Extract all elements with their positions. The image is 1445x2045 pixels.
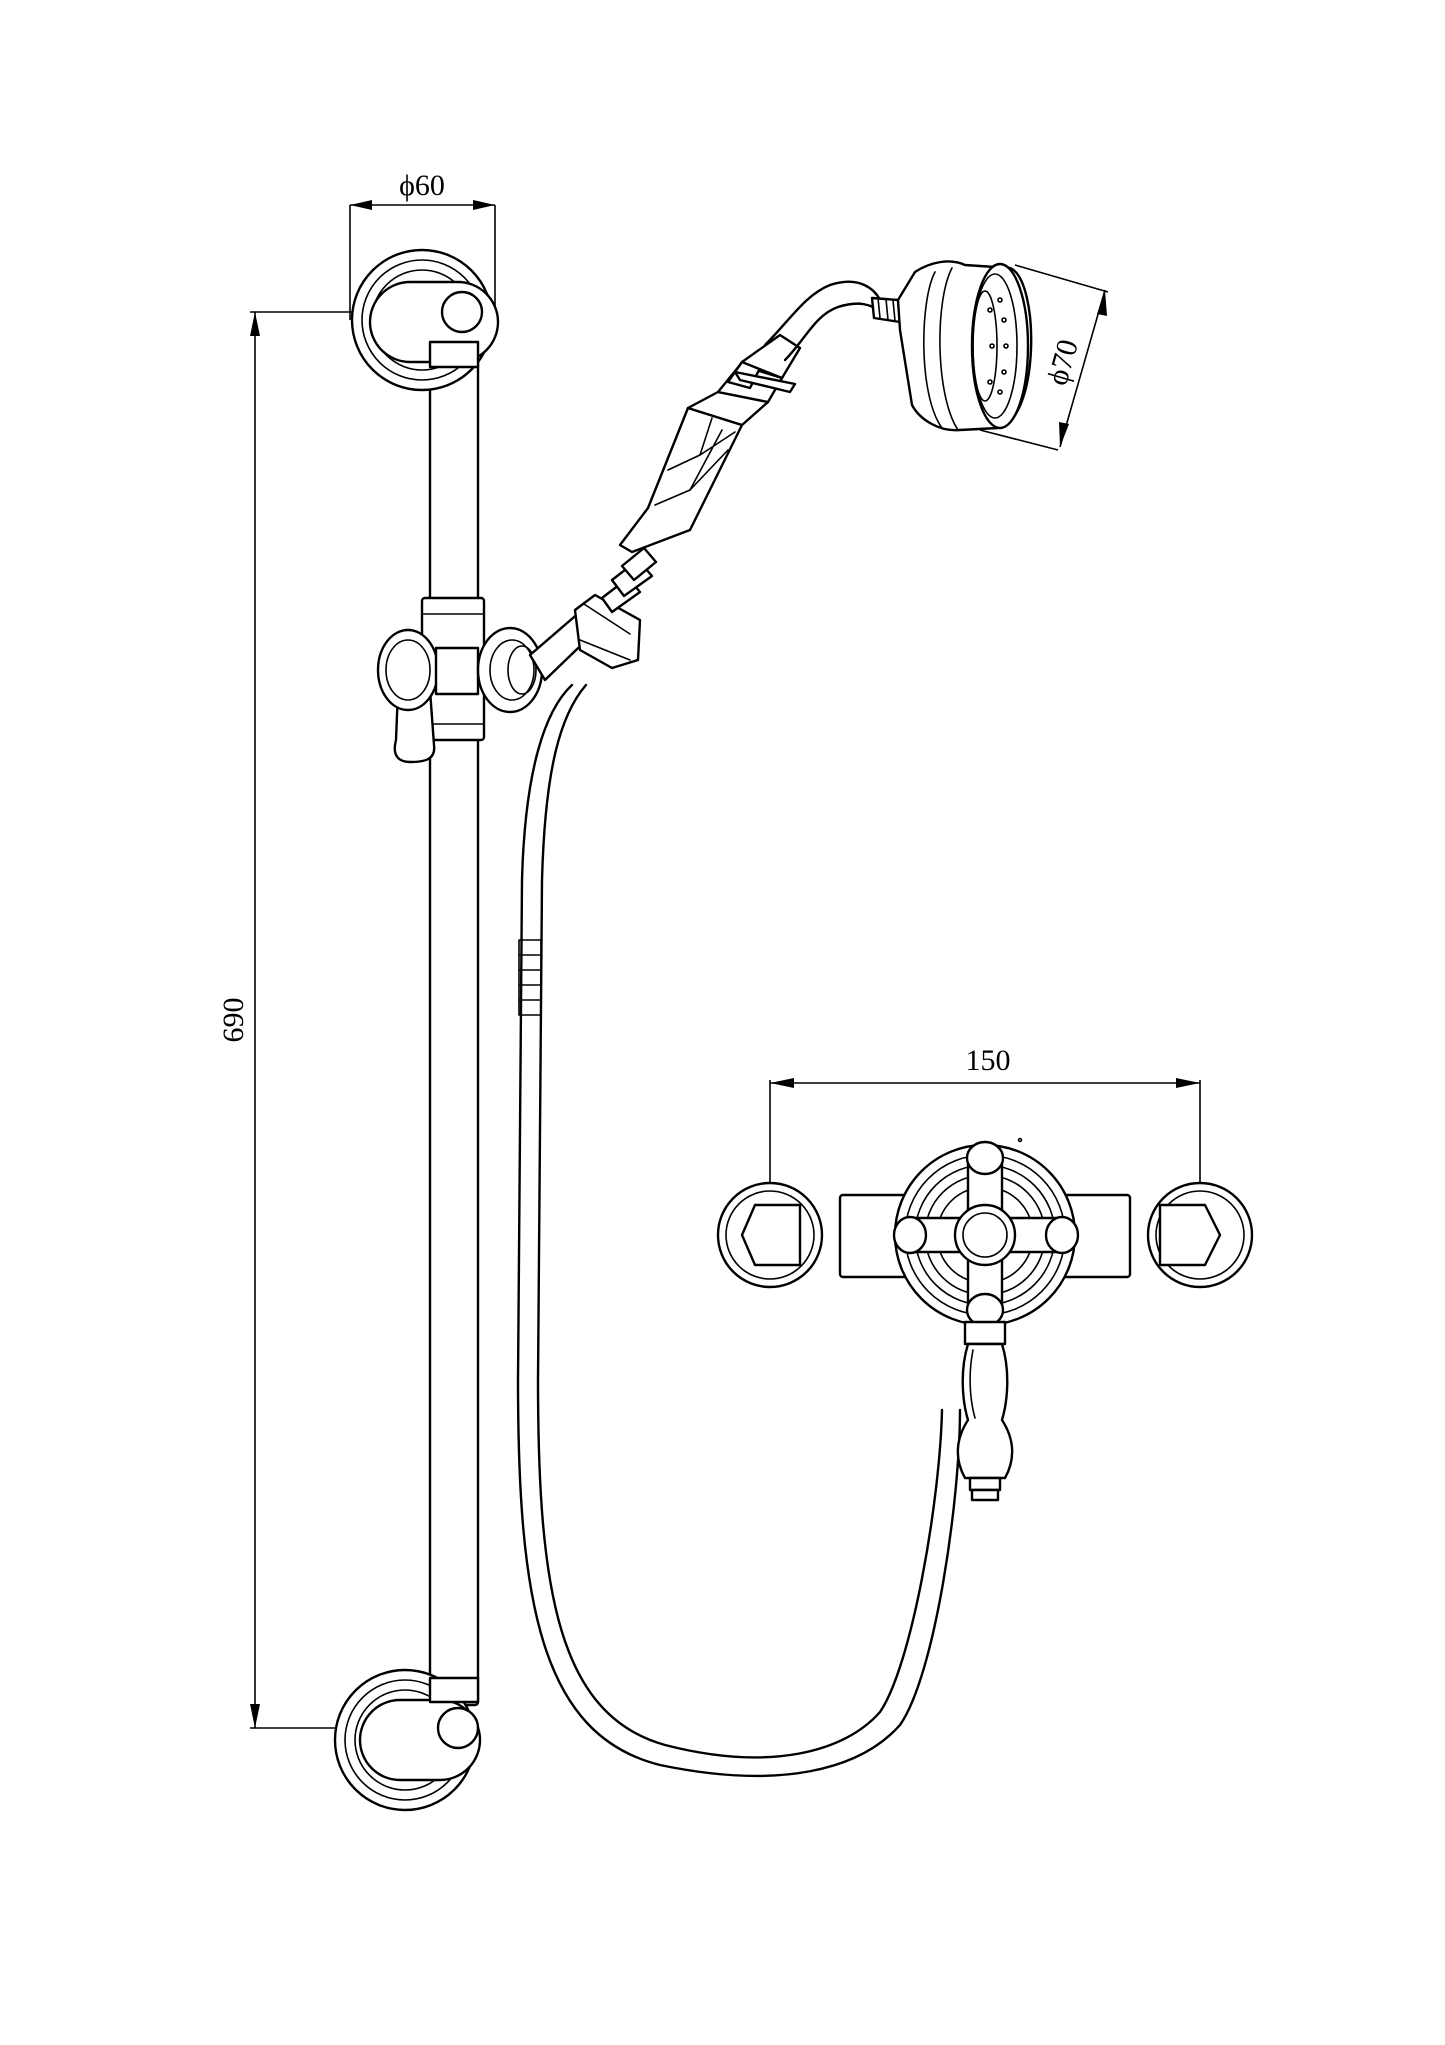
rail-flange-diameter-label: ϕ60 (399, 169, 445, 202)
top-wall-bracket (350, 248, 500, 392)
riser-rail (428, 338, 480, 1707)
rail-height-label: 690 (217, 998, 250, 1043)
dimension-head-diameter: ϕ70 (979, 264, 1109, 451)
bottom-wall-bracket (333, 1668, 482, 1812)
handset-holder (528, 593, 642, 682)
dimension-rail-height: 690 (217, 311, 452, 1729)
thermostatic-valve (716, 1137, 1254, 1502)
dimension-rail-flange-diameter: ϕ60 (349, 169, 496, 320)
slider-assembly (376, 596, 544, 764)
valve-centres-label: 150 (966, 1044, 1011, 1077)
flexible-hose (516, 683, 962, 1778)
shower-head (896, 260, 1033, 432)
handset (600, 280, 902, 614)
